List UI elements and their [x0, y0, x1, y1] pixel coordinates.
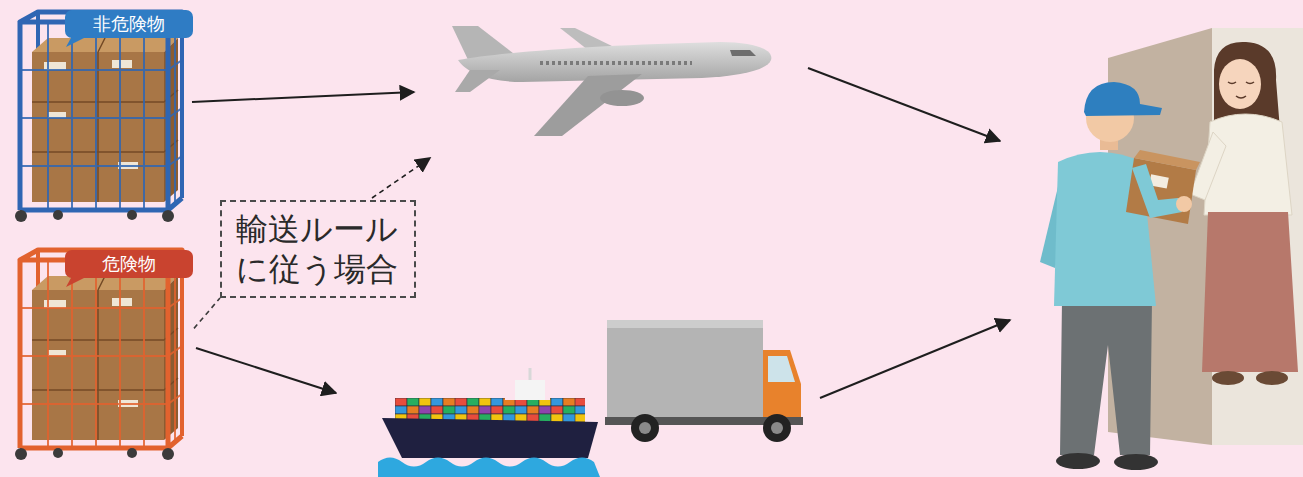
flow-arrow — [820, 320, 1010, 398]
man-front-arm — [1132, 164, 1182, 218]
note-text: 輸送ルール に従う場合 — [236, 209, 404, 289]
woman-face — [1219, 59, 1261, 109]
man-pants — [1060, 300, 1152, 455]
truck-box-top — [607, 320, 763, 328]
delivery-scene — [1040, 28, 1303, 470]
flow-arrow — [196, 348, 336, 393]
ship-bridge — [515, 380, 545, 400]
flow-arrows — [192, 68, 1010, 398]
truck-wheel — [631, 414, 659, 442]
ship-mast — [529, 368, 532, 380]
woman-smile — [1228, 82, 1254, 98]
sea-waves — [378, 458, 600, 477]
man-shoe — [1056, 453, 1100, 469]
woman-shoe — [1256, 371, 1288, 385]
hazard-cart — [15, 250, 182, 460]
note-box: 輸送ルール に従う場合 — [220, 200, 416, 298]
non-hazard-cart — [15, 12, 182, 222]
man-cap — [1084, 82, 1162, 116]
woman-shoe — [1212, 371, 1244, 385]
recipient-woman — [1190, 42, 1298, 385]
cargo-tag: 非危険物 — [65, 10, 193, 38]
plane-windows — [540, 61, 692, 65]
truck-hub — [639, 422, 651, 434]
cart-node: 非危険物 — [8, 6, 194, 220]
ship-hull — [382, 418, 598, 458]
truck-window — [768, 356, 795, 382]
plane-stabilizer — [455, 70, 500, 92]
delivery-man — [1040, 82, 1200, 470]
flow-arrow — [808, 68, 1000, 141]
ship-containers — [505, 400, 550, 422]
dashed-arrow — [372, 158, 430, 198]
cargo-tag: 危険物 — [65, 250, 193, 278]
ship-containers — [395, 398, 505, 422]
leader-connector — [194, 298, 220, 328]
truck-hub — [771, 422, 783, 434]
truck-cargo-box — [607, 320, 763, 418]
cargo-ship — [378, 368, 600, 477]
truck-wheel — [763, 414, 791, 442]
plane-engine — [600, 90, 644, 106]
woman-skirt — [1202, 212, 1298, 372]
plane-cockpit — [730, 50, 756, 56]
flow-arrow — [192, 92, 414, 102]
man-shoe — [1114, 454, 1158, 470]
truck-cab — [763, 350, 801, 420]
truck — [605, 320, 803, 442]
cart-node: 危険物 — [8, 246, 194, 460]
connector-group — [194, 298, 220, 328]
man-hand — [1176, 196, 1192, 212]
airplane — [452, 26, 771, 136]
ship-containers — [550, 398, 585, 422]
